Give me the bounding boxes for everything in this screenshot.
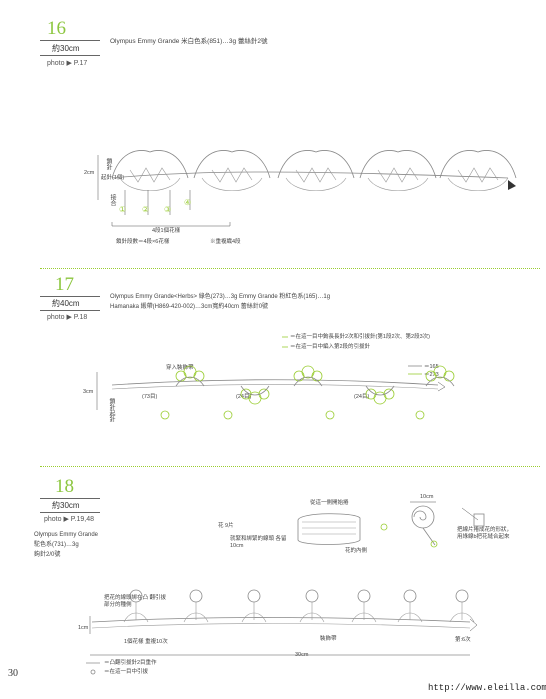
height-label: 1cm <box>78 625 89 631</box>
flower-count: 花 9片 <box>218 523 234 529</box>
materials-line-2: Hamanaka 緞帶(H869-420-002)…3cm寬約40cm 蕾絲針0… <box>110 304 269 310</box>
materials-line-2: 駝色系(731)…3g <box>34 542 79 548</box>
page-number: 30 <box>8 668 18 679</box>
roll-start-label: 從這一側開始捲 <box>310 500 349 506</box>
legend-b: ＝在這一目中引拔 <box>104 669 149 675</box>
section-divider <box>40 466 540 467</box>
materials-line-1: Olympus Emmy Grande<Herbs> 綠色(273)…3g Em… <box>110 294 331 300</box>
legend-line-1: ＝在這一目中鉤長長針2次和引拔針(第1段2次、第2段3次) <box>290 334 430 340</box>
step-marker-4: ④ <box>184 198 192 207</box>
photo-ref: photo ▶ P.17 <box>47 60 88 67</box>
color-key-2: ＝273 <box>424 372 439 378</box>
height-label: 3cm <box>83 389 94 395</box>
legend-line-2: ＝在這一目中編入第2段的引拔針 <box>290 344 371 350</box>
step-marker-2: ② <box>142 205 150 214</box>
step-marker-1: ① <box>119 205 127 214</box>
thread-tail-label: 就緊和綁緊的線頭 各留10cm <box>230 536 287 549</box>
materials-line-3: 鉤針2/0號 <box>34 552 61 558</box>
tie-note: 把花的線頭綁在凸 翻引拔部分的種側 <box>104 595 167 608</box>
section-divider <box>40 268 540 269</box>
pattern-repeat-label: 4段1個花樣 <box>152 228 181 234</box>
end-label: 第:6次 <box>455 637 471 643</box>
step-marker-3: ③ <box>164 205 172 214</box>
height-label: 2cm <box>84 170 95 176</box>
materials-line-1: Olympus Emmy Grande <box>34 532 99 538</box>
pattern-repeat-note: 1個花樣 重複10次 <box>124 639 168 645</box>
pattern-number-16: 16 <box>47 18 66 39</box>
join-label: 接合 <box>109 194 115 206</box>
divider <box>40 40 100 41</box>
stitch-count-left: (73目) <box>142 394 158 400</box>
divider <box>40 310 100 311</box>
size-label: 約40cm <box>52 299 80 308</box>
divider <box>40 498 100 499</box>
repeat-note: ※重複織4段 <box>210 239 241 245</box>
decor-label: 裝飾帶 <box>320 636 337 642</box>
stitch-count-mid1: (24目) <box>236 394 252 400</box>
divider <box>40 55 100 56</box>
pattern-number-18: 18 <box>55 476 74 497</box>
legend-a: ＝凸翻引拔針2目重作 <box>104 660 157 666</box>
inner-label: 花的內側 <box>345 548 368 554</box>
row-count-note: 鎖針段數＝4段×6花樣 <box>116 239 170 245</box>
color-key-1: ＝165 <box>424 364 439 370</box>
pattern-number-17: 17 <box>55 274 74 295</box>
watermark: http://www.eleilla.com <box>428 683 546 693</box>
divider <box>40 512 100 513</box>
size-label: 約30cm <box>52 44 80 53</box>
side-label: 鎖針起針 <box>108 398 114 422</box>
ribbon-label: 穿入裝飾帶 <box>166 365 194 371</box>
divider <box>40 296 100 297</box>
photo-ref: photo ▶ P.18 <box>47 314 88 321</box>
roll-instruction: 把線片捲成花的形狀，用綠線b把花縫合起來 <box>457 527 513 540</box>
length-label: 10cm <box>420 494 434 500</box>
photo-ref: photo ▶ P.19,48 <box>44 516 95 523</box>
stitch-count-mid2: (24目) <box>354 394 370 400</box>
chain-label: 鎖針 <box>105 158 111 170</box>
size-label: 約30cm <box>52 501 80 510</box>
materials: Olympus Emmy Grande 米白色系(851)…3g 蕾絲針2號 <box>110 38 268 45</box>
